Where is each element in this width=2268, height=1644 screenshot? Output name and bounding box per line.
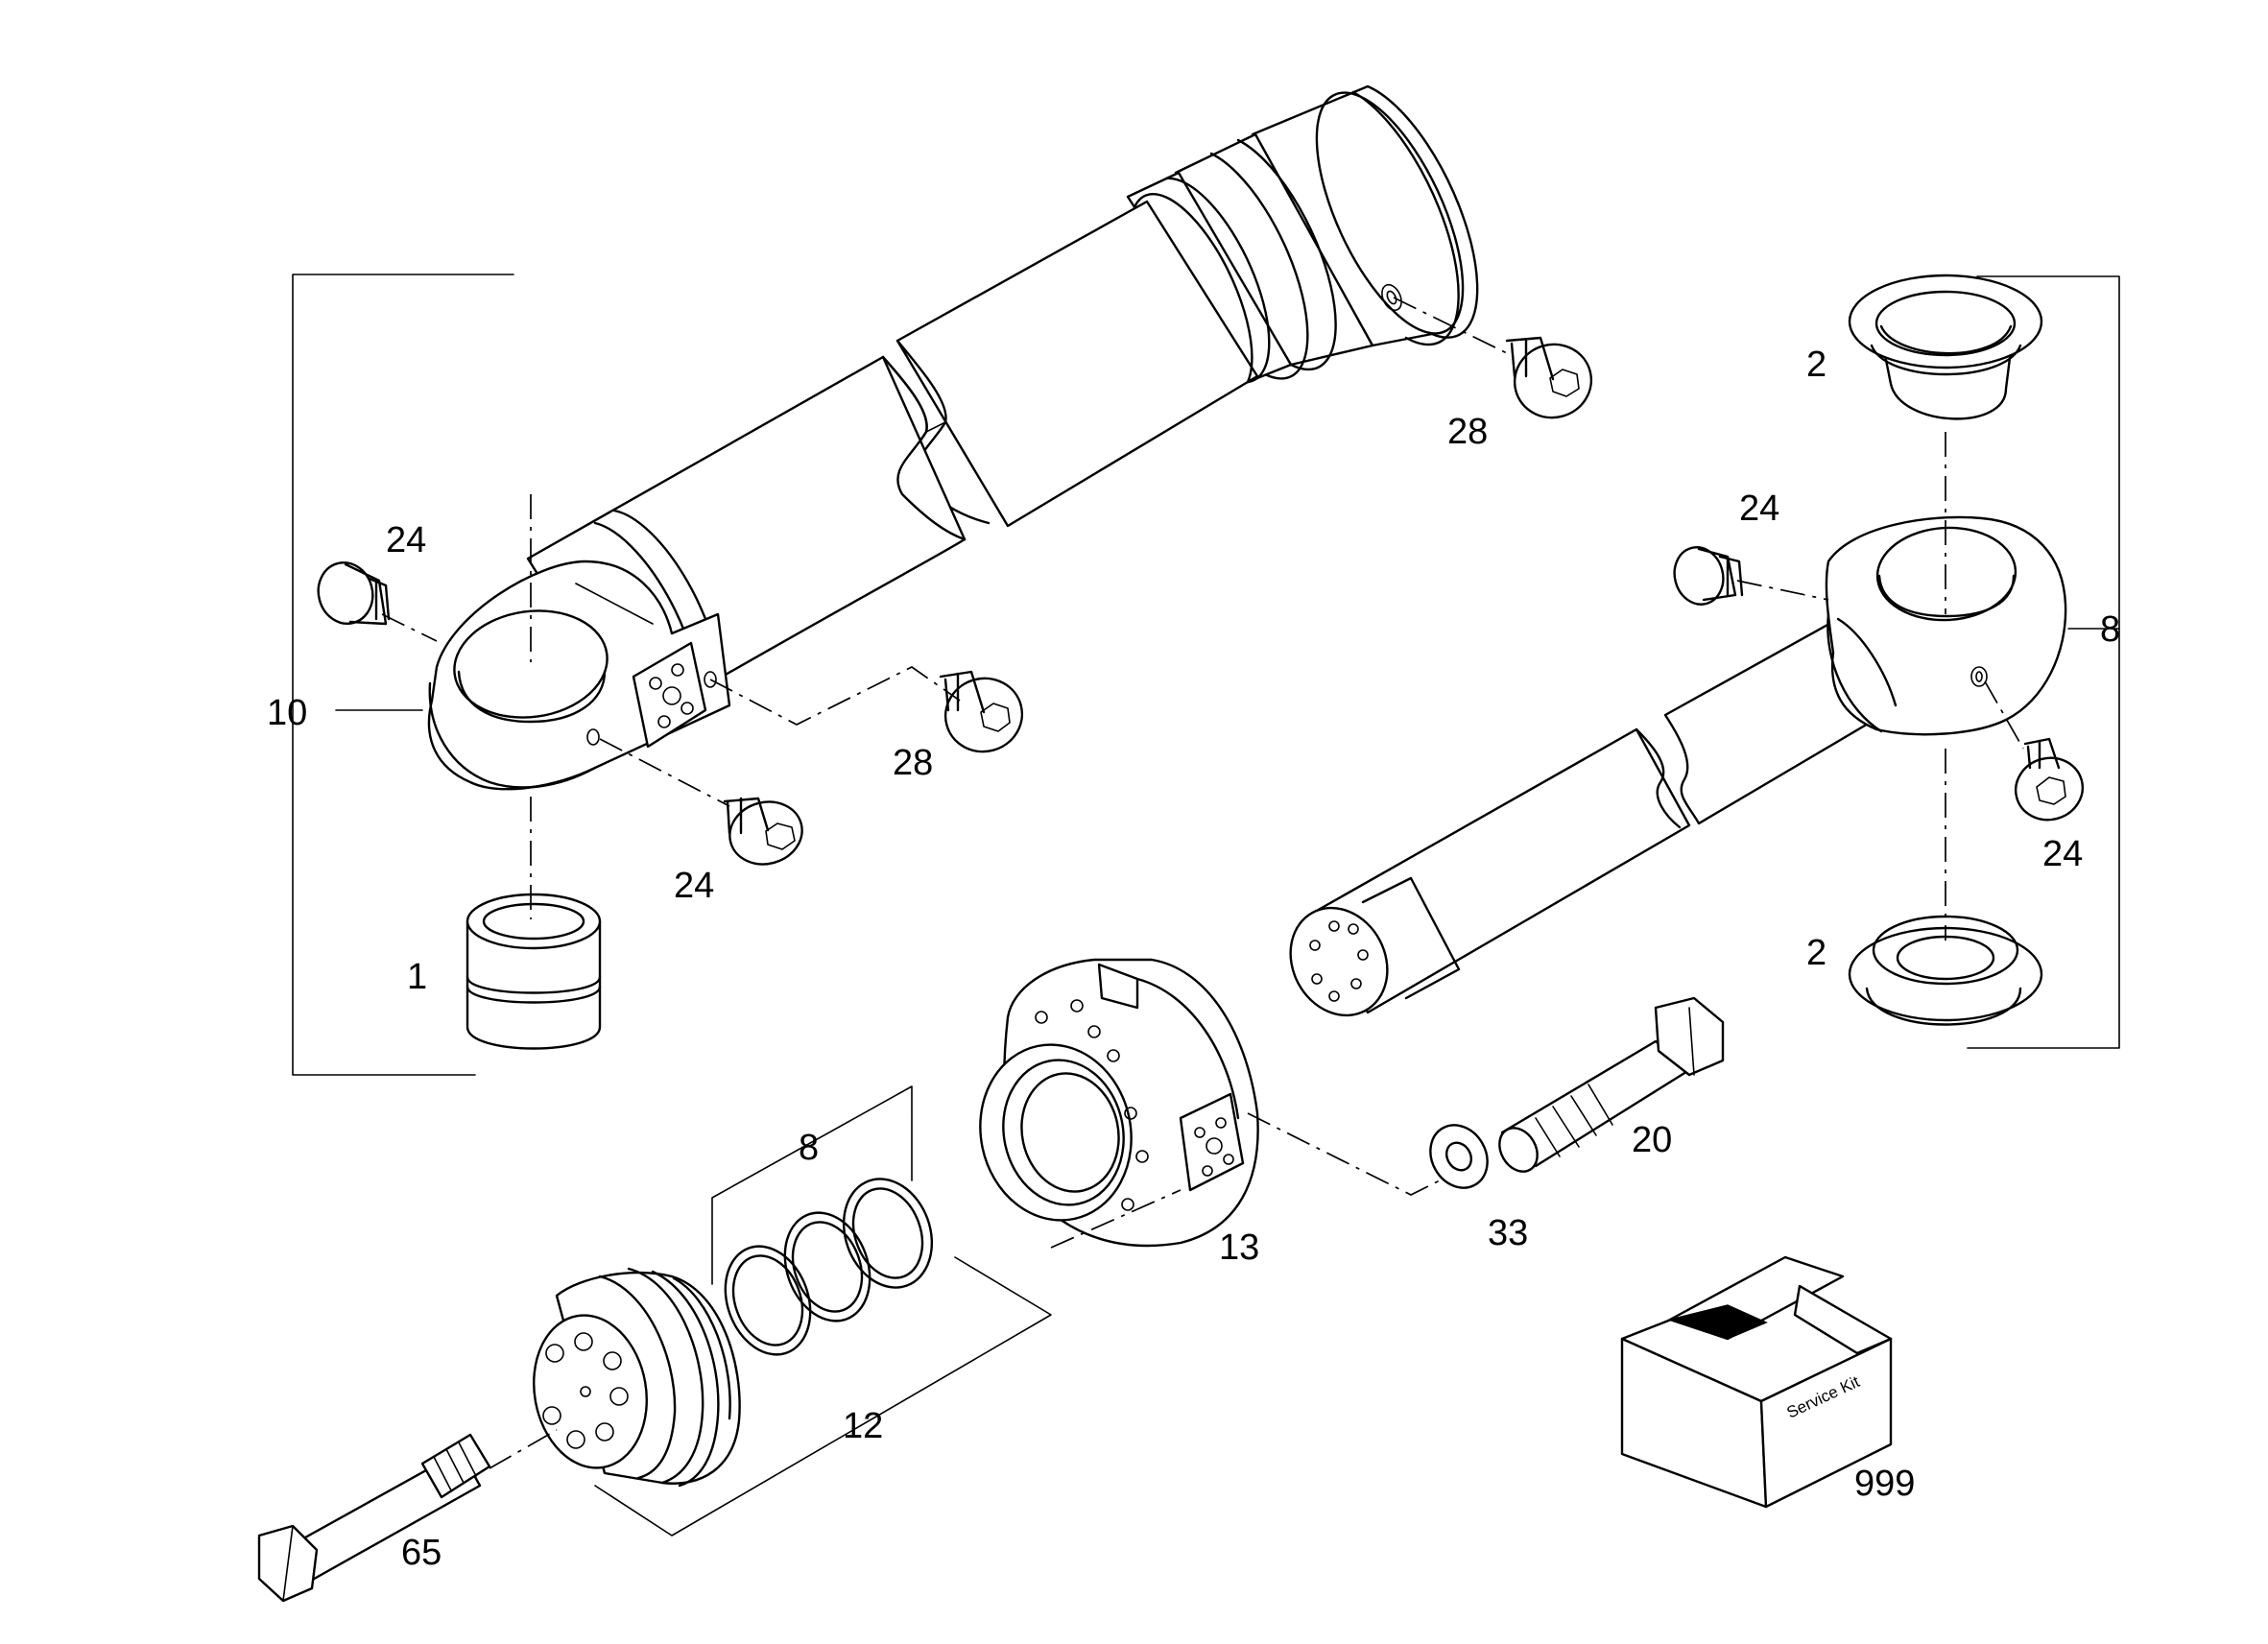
bracket-item-12 bbox=[594, 1256, 1052, 1537]
plug-item-24-right-bottom bbox=[2014, 737, 2085, 822]
cylinder-head bbox=[979, 958, 1259, 1248]
label-item-65: 65 bbox=[401, 1533, 442, 1573]
cylinder-base-eye bbox=[427, 560, 731, 791]
label-item-8: 8 bbox=[2100, 609, 2120, 650]
label-item-24: 24 bbox=[2042, 834, 2083, 874]
label-item-28: 28 bbox=[893, 743, 933, 783]
label-item-2: 2 bbox=[1806, 345, 1826, 385]
label-item-2: 2 bbox=[1806, 933, 1826, 973]
leader-lines bbox=[381, 297, 2024, 1469]
washer-item-33 bbox=[1429, 1124, 1489, 1189]
bushing-item-2-top bbox=[1848, 274, 2043, 420]
label-item-1: 1 bbox=[407, 957, 427, 997]
plug-item-24-left-top bbox=[317, 561, 391, 626]
label-item-28: 28 bbox=[1447, 412, 1488, 452]
label-item-24: 24 bbox=[1739, 488, 1779, 529]
service-kit-box: Service Kit bbox=[1620, 1255, 1893, 1509]
label-item-20: 20 bbox=[1632, 1120, 1672, 1160]
label-item-10: 10 bbox=[267, 693, 307, 733]
label-item-24: 24 bbox=[674, 866, 714, 906]
item-labels: 24 10 24 1 28 28 2 24 8 24 2 20 33 13 8 … bbox=[267, 345, 2120, 1573]
label-item-8: 8 bbox=[799, 1128, 819, 1168]
bushing-item-1 bbox=[466, 893, 602, 1050]
plug-item-24-left-bottom bbox=[723, 797, 803, 866]
label-item-24: 24 bbox=[386, 520, 426, 560]
label-item-33: 33 bbox=[1488, 1213, 1528, 1253]
piston bbox=[533, 1267, 741, 1488]
plug-item-28-top bbox=[1505, 336, 1593, 419]
bracket-item-8-seals bbox=[711, 1085, 913, 1285]
plug-item-24-right-top bbox=[1673, 546, 1744, 606]
bracket-item-10 bbox=[292, 274, 514, 1076]
bolt-item-20 bbox=[1498, 996, 1725, 1173]
label-item-13: 13 bbox=[1219, 1227, 1259, 1268]
bolt-item-65 bbox=[257, 1433, 491, 1603]
cylinder-barrel bbox=[526, 84, 1479, 722]
label-item-999: 999 bbox=[1854, 1464, 1915, 1504]
piston-rod-with-eye bbox=[1289, 515, 2067, 1017]
label-item-12: 12 bbox=[843, 1406, 883, 1446]
seal-rings bbox=[724, 1178, 934, 1356]
plug-item-28-mid bbox=[939, 670, 1024, 753]
bracket-item-8-right bbox=[1967, 275, 2120, 1049]
bushing-item-2-bottom bbox=[1848, 915, 2043, 1026]
